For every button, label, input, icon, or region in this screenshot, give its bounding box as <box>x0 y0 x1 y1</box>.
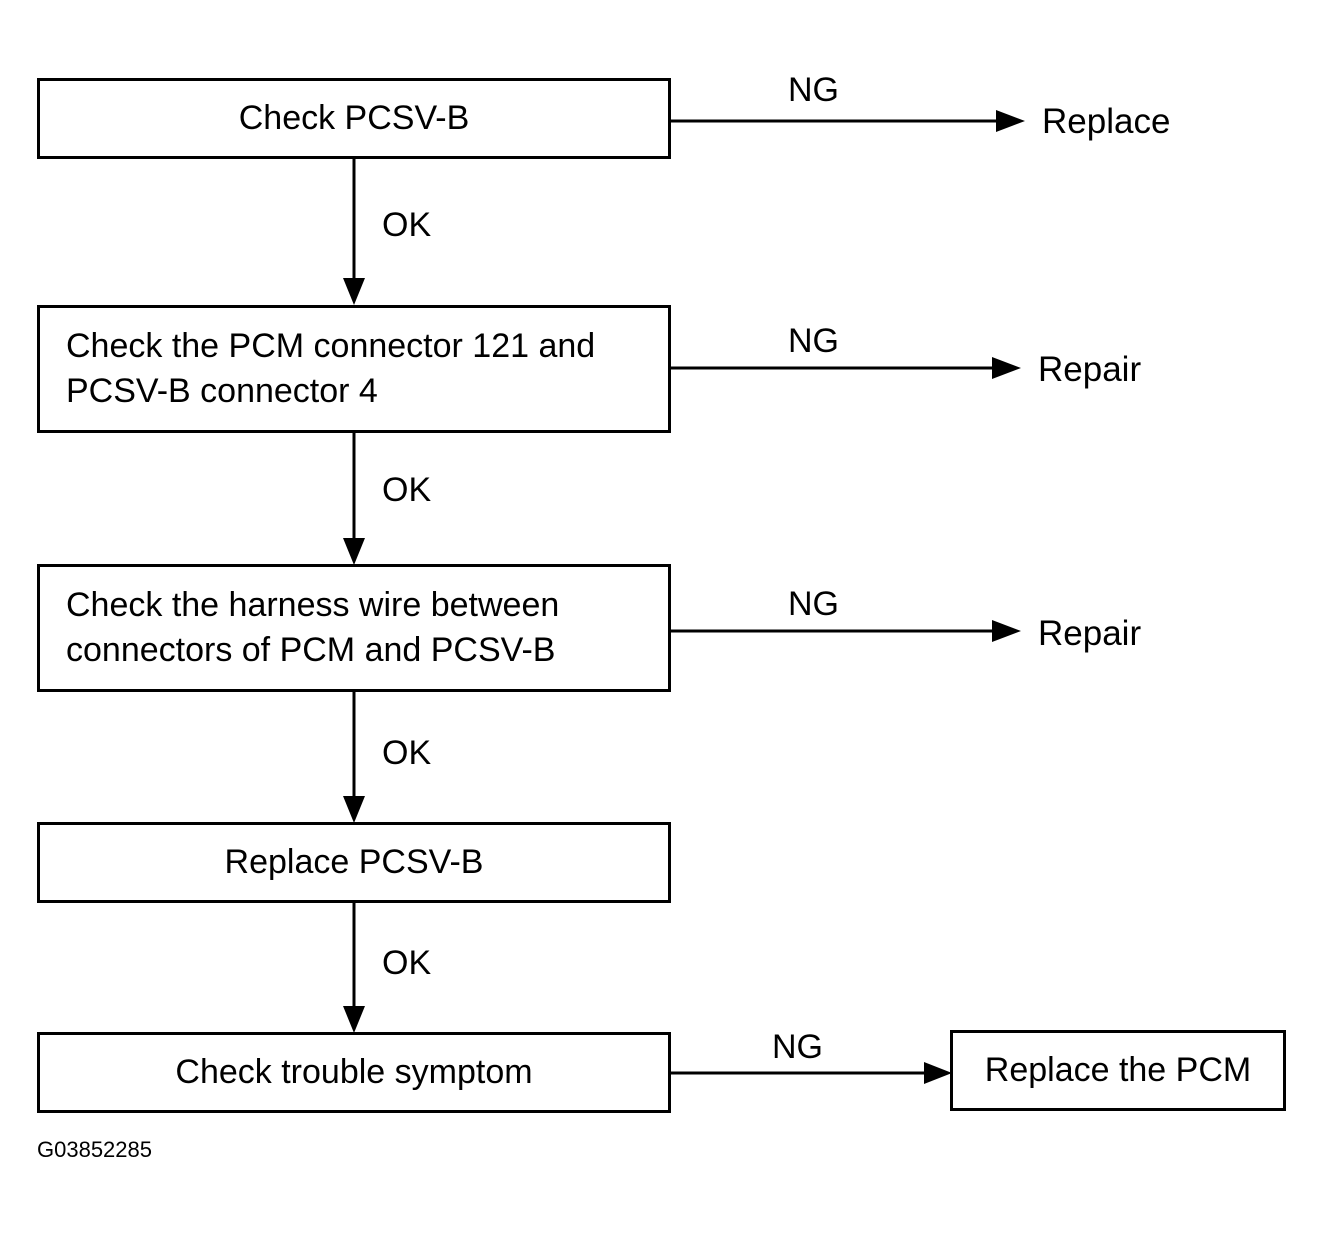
arrowhead-down-3 <box>343 796 365 823</box>
arrowhead-down-1 <box>343 278 365 305</box>
ok-label: OK <box>382 944 432 982</box>
step-box-check-pcsv-b: Check PCSV-B <box>37 78 671 159</box>
step-text: Replace PCSV-B <box>224 843 484 881</box>
ng-label: NG <box>788 322 839 360</box>
ok-label: OK <box>382 471 432 509</box>
arrowhead-down-4 <box>343 1006 365 1033</box>
ok-label: OK <box>382 206 432 244</box>
ng-result-replace: Replace <box>1042 102 1171 141</box>
ng-label: NG <box>772 1028 823 1066</box>
step-box-check-connectors: Check the PCM connector 121 and PCSV-B c… <box>37 305 671 433</box>
ng-result-repair: Repair <box>1038 350 1142 389</box>
step-text-line-1: Check the harness wire between <box>66 586 560 624</box>
step-box-check-trouble-symptom: Check trouble symptom <box>37 1032 671 1113</box>
result-text: Replace the PCM <box>984 1051 1252 1089</box>
step-box-check-harness-wire: Check the harness wire between connector… <box>37 564 671 692</box>
arrowhead-down-2 <box>343 538 365 565</box>
ok-label: OK <box>382 734 432 772</box>
step-text: Check PCSV-B <box>238 99 470 137</box>
arrowhead-right-2 <box>992 357 1021 379</box>
step-text-line-2: PCSV-B connector 4 <box>66 372 378 410</box>
step-text-line-1: Check the PCM connector 121 and <box>66 327 596 365</box>
ng-label: NG <box>788 585 839 623</box>
figure-code: G03852285 <box>37 1137 152 1162</box>
arrowhead-right-3 <box>992 620 1021 642</box>
arrowhead-right-5 <box>924 1062 952 1084</box>
result-box-replace-pcm: Replace the PCM <box>950 1030 1286 1111</box>
step-box-replace-pcsv-b: Replace PCSV-B <box>37 822 671 903</box>
ng-label: NG <box>788 71 839 109</box>
arrowhead-right-1 <box>996 110 1025 132</box>
step-text-line-2: connectors of PCM and PCSV-B <box>66 631 556 669</box>
ng-result-repair: Repair <box>1038 614 1142 653</box>
step-text: Check trouble symptom <box>175 1053 533 1091</box>
